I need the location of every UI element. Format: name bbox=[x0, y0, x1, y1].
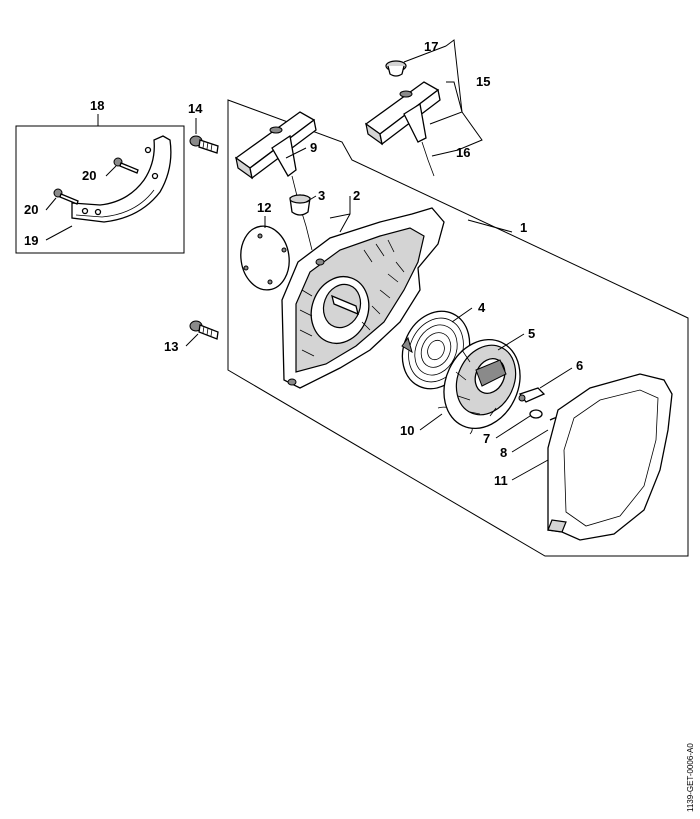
rope-rotor-part bbox=[443, 338, 521, 430]
callout-19: 19 bbox=[24, 233, 38, 248]
washer-part bbox=[529, 409, 543, 419]
starter-grip-part bbox=[234, 111, 317, 251]
grip-cap-part bbox=[385, 60, 407, 77]
callout-14: 14 bbox=[188, 101, 203, 116]
callout-10: 10 bbox=[400, 423, 414, 438]
callout-6: 6 bbox=[576, 358, 583, 373]
grip-kit-part bbox=[364, 81, 441, 177]
side-plate-group-frame bbox=[15, 125, 185, 254]
callout-labels: 1 2 3 4 5 6 7 8 9 10 11 12 13 14 15 16 1… bbox=[24, 39, 583, 488]
disc-part bbox=[240, 225, 290, 291]
plate-screw-lower bbox=[53, 188, 79, 205]
callout-8: 8 bbox=[500, 445, 507, 460]
screw-13-part bbox=[189, 320, 219, 340]
leader-lines bbox=[45, 39, 573, 481]
callout-16: 16 bbox=[456, 145, 470, 160]
callout-5: 5 bbox=[528, 326, 535, 341]
callout-17: 17 bbox=[424, 39, 438, 54]
callout-11: 11 bbox=[494, 473, 508, 488]
callout-12: 12 bbox=[257, 200, 271, 215]
callout-3: 3 bbox=[318, 188, 325, 203]
main-assembly-frame bbox=[227, 99, 689, 557]
callout-20-upper: 20 bbox=[82, 168, 96, 183]
side-plate-part bbox=[71, 135, 172, 223]
callout-18: 18 bbox=[90, 98, 104, 113]
callout-2: 2 bbox=[353, 188, 360, 203]
callout-4: 4 bbox=[478, 300, 486, 315]
document-id: 1139-GET-0006-A0 bbox=[686, 743, 695, 812]
plate-screw-upper bbox=[113, 157, 139, 174]
callout-1: 1 bbox=[520, 220, 527, 235]
callout-9: 9 bbox=[310, 140, 317, 155]
rope-guide-bush-part bbox=[289, 194, 311, 216]
pawl-part bbox=[518, 387, 546, 403]
cover-part bbox=[547, 373, 673, 541]
callout-13: 13 bbox=[164, 339, 178, 354]
callout-20-lower: 20 bbox=[24, 202, 38, 217]
fan-housing-part bbox=[281, 207, 445, 389]
callout-15: 15 bbox=[476, 74, 490, 89]
screw-14-part bbox=[189, 135, 219, 154]
callout-7: 7 bbox=[483, 431, 490, 446]
